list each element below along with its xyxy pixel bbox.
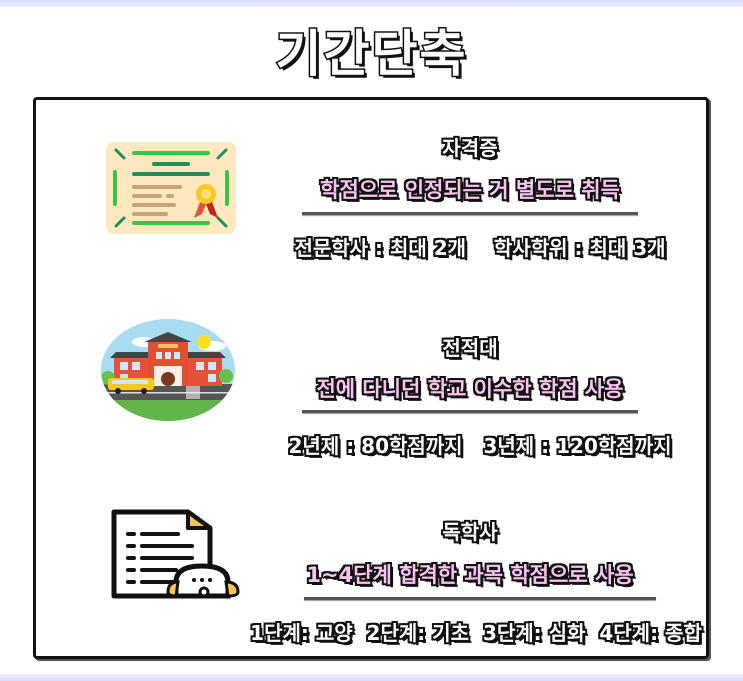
section-detail: 전문학사 : 최대 2개 학사학위 : 최대 3개 [294,236,666,260]
page-title: 기간단축 [274,24,468,85]
section-highlight: 1~4단계 합격한 과목 학점으로 사용 [306,563,634,587]
section-divider [302,410,638,413]
top-gradient-bar [0,0,743,7]
section-highlight: 학점으로 인정되는 거 별도로 취득 [320,178,620,202]
document-person-icon [111,509,240,599]
section-heading: 자격증 [442,136,498,160]
section-divider [304,597,656,600]
section-heading: 전적대 [442,336,498,360]
section-detail: 2년제 : 80학점까지 3년제 : 120학점까지 [288,434,672,458]
section-divider [302,212,638,215]
bottom-gradient-bar [0,674,743,681]
certificate-icon [106,142,236,234]
section-detail: 1단계: 교양 2단계: 기초 3단계: 심화 4단계: 종합 [250,621,702,645]
school-building-icon [101,319,235,421]
section-highlight: 전에 다니던 학교 이수한 학점 사용 [316,377,624,401]
section-heading: 독학사 [442,520,498,544]
content-frame [33,97,709,659]
